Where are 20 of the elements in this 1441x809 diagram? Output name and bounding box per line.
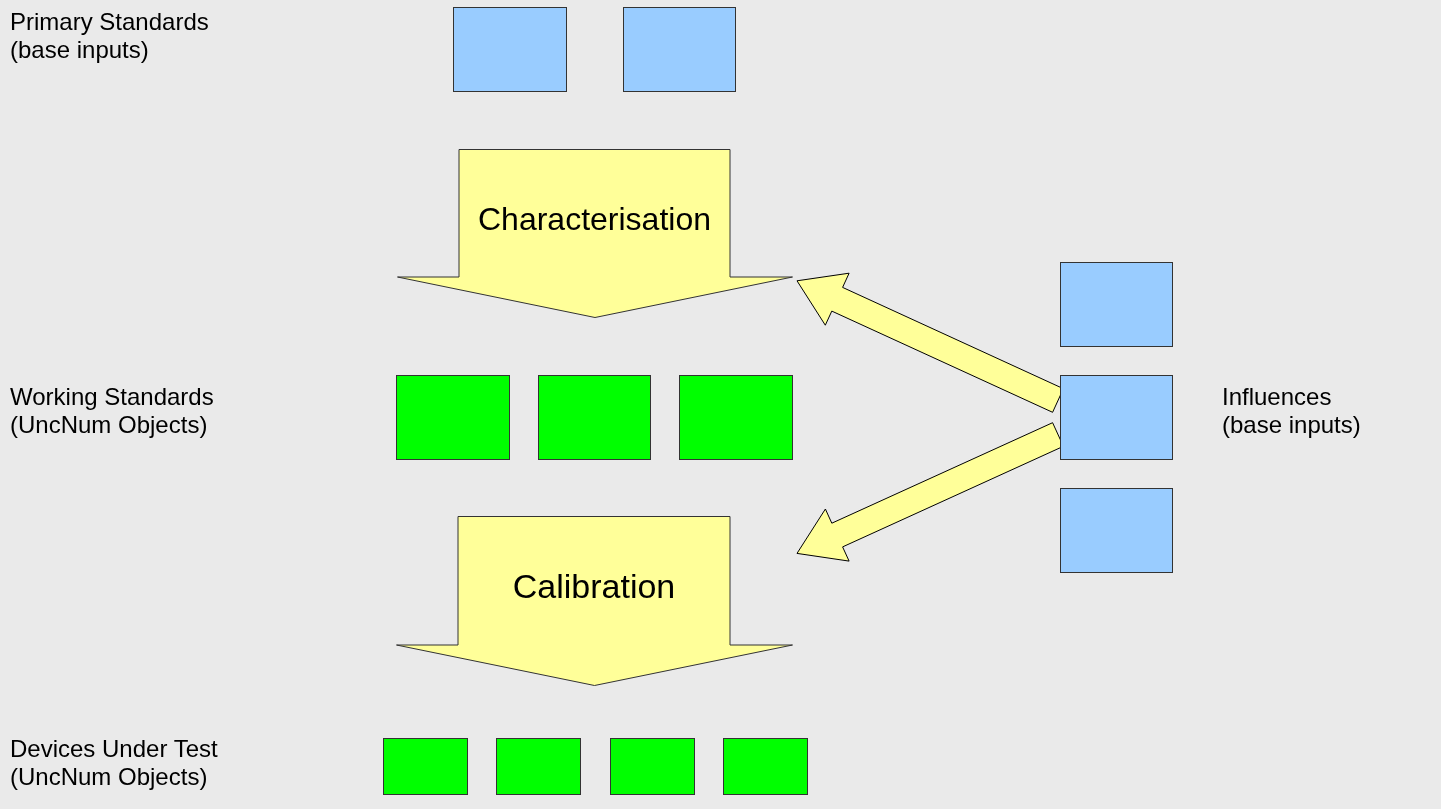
square-box (453, 7, 567, 92)
group-label: Influences (base inputs) (1222, 383, 1362, 439)
group-label: Primary Standards (base inputs) (10, 8, 210, 64)
arrow-label: Calibration (511, 566, 677, 606)
down-block-arrow (397, 149, 793, 318)
square-box (1060, 488, 1173, 573)
square-box (623, 7, 736, 92)
square-box (383, 738, 468, 795)
group-label: Devices Under Test (UncNum Objects) (10, 735, 219, 791)
square-box (723, 738, 808, 795)
group-label: Working Standards (UncNum Objects) (10, 383, 215, 439)
arrow-label: Characterisation (477, 200, 712, 239)
square-box (610, 738, 695, 795)
square-box (396, 375, 510, 460)
square-box (496, 738, 581, 795)
square-box (679, 375, 793, 460)
square-box (538, 375, 651, 460)
down-block-arrow (396, 516, 793, 686)
square-box (1060, 262, 1173, 347)
square-box (1060, 375, 1173, 460)
